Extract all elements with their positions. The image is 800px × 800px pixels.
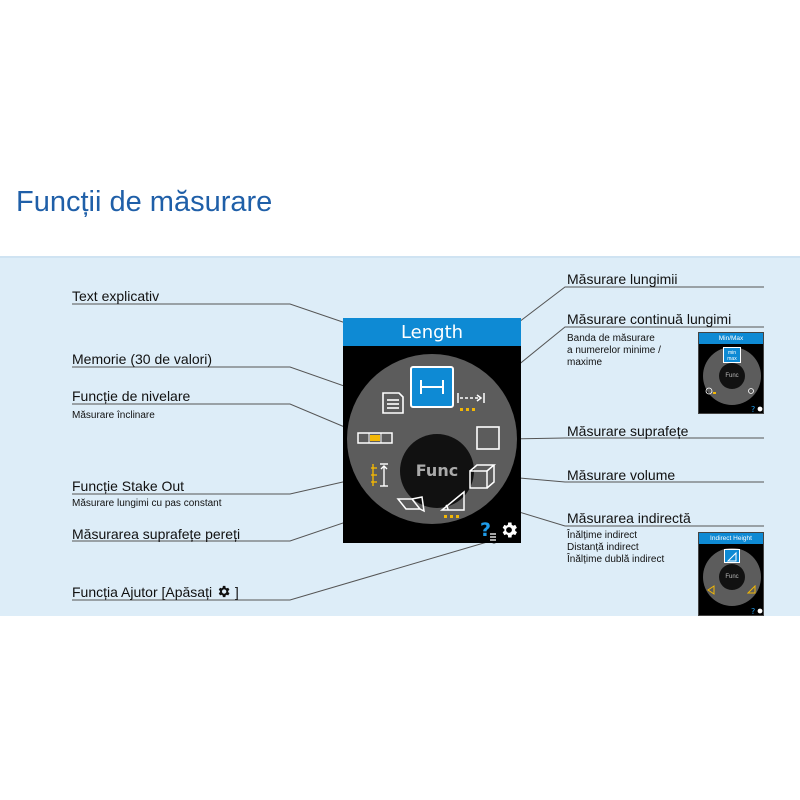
label-lungimii: Măsurare lungimii [567,271,678,287]
page-title: Funcții de măsurare [16,186,273,218]
indirect-help-gear-icon: ? [751,607,763,615]
minmax-left-icon [705,387,716,395]
label-indirecta-sub-1: Înălțime indirect [567,530,638,541]
label-suprafete-pereti: Măsurarea suprafețe pereți [72,526,241,542]
svg-text:?: ? [751,405,755,413]
minmax-button-top: min [727,350,737,356]
label-memorie: Memorie (30 de valori) [72,351,213,367]
svg-text:?: ? [480,519,491,541]
label-text-explicativ: Text explicativ [72,288,160,304]
indirect-selected [724,549,740,563]
label-continua-sub-3: maxime [567,357,603,368]
indirect-left-icon [707,585,715,595]
wall-area-icon[interactable] [396,493,426,515]
indirect-icon[interactable] [438,488,468,520]
length-button[interactable] [410,366,454,408]
device-header: Length [343,318,521,346]
minmax-header: Min/Max [699,333,763,344]
minmax-help-gear-icon: ? [751,405,763,413]
label-indirecta-sub-2: Distanță indirect [567,542,639,553]
indirect-hub: Func [719,564,745,590]
label-nivelare: Funcție de nivelare [72,388,191,404]
label-indirecta: Măsurarea indirectă [567,510,691,526]
gear-icon [218,585,230,598]
device-screen: Length Func ? [343,318,521,543]
label-stake-out: Funcție Stake Out [72,478,185,494]
indirect-header: Indirect Height [699,533,763,544]
continuous-length-icon[interactable] [455,388,489,414]
stake-out-icon[interactable] [369,460,391,490]
volume-icon[interactable] [467,463,497,491]
minmax-right-icon [748,388,754,394]
label-nivelare-sub: Măsurare înclinare [72,410,155,421]
indirect-right-icon [747,585,756,594]
label-stake-out-sub: Măsurare lungimi cu pas constant [72,498,222,509]
label-suprafete: Măsurare suprafețe [567,423,689,439]
label-ajutor-close: ] [234,584,239,600]
memory-icon[interactable] [380,391,406,415]
label-continua-sub-1: Banda de măsurare [567,333,655,344]
svg-text:?: ? [751,607,755,615]
indirect-height-preview: Indirect Height Func ? [698,532,764,616]
label-indirecta-sub-3: Înălțime dublă indirect [567,554,665,565]
level-icon[interactable] [357,430,393,446]
minmax-button: min max [723,347,741,363]
band-top-line [0,256,800,258]
label-volume: Măsurare volume [567,467,676,483]
label-ajutor: Funcția Ajutor [Apăsați ] [72,584,239,600]
func-hub[interactable]: Func [400,434,474,508]
length-icon [420,380,444,394]
minmax-hub: Func [719,363,745,389]
label-continua-sub-2: a numerelor minime / [567,345,661,356]
indirect-selected-icon [726,551,737,562]
minmax-preview: Min/Max Func min max ? [698,332,764,414]
label-ajutor-text: Funcția Ajutor [Apăsați [72,584,213,600]
area-icon[interactable] [475,425,501,451]
minmax-button-bottom: max [727,356,737,362]
gear-icon[interactable] [499,520,519,540]
help-icon[interactable]: ? [479,519,497,541]
label-continua: Măsurare continuă lungimi [567,311,732,327]
